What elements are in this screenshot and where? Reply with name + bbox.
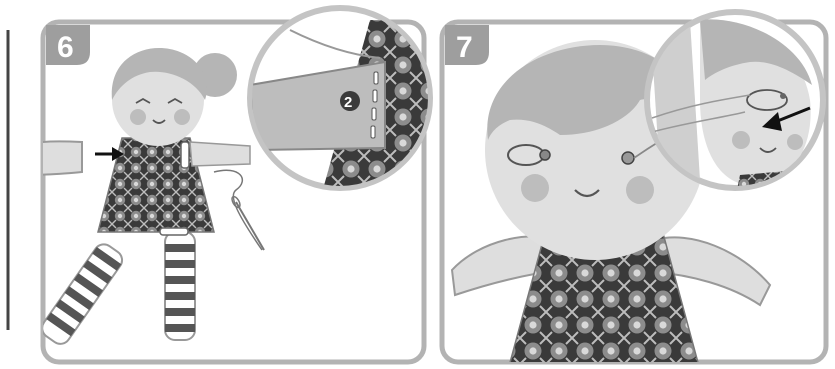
page-edge xyxy=(0,0,10,369)
step-badge-7: 7 xyxy=(445,25,489,65)
magnifier-circle-icon: 2 xyxy=(247,5,433,191)
left-cheek-large xyxy=(521,174,549,202)
right-cheek-large xyxy=(626,176,654,204)
doll-hair xyxy=(111,48,207,100)
doll-hair-large xyxy=(487,45,701,140)
doll-right-arm xyxy=(654,236,772,307)
left-eye xyxy=(135,97,151,104)
panel-step-7: 7 xyxy=(439,9,829,365)
left-eye-bead xyxy=(539,149,551,161)
arrow-left-icon xyxy=(762,106,811,131)
attached-arm xyxy=(189,141,251,167)
magnifier-circle-icon xyxy=(644,9,826,191)
right-cheek xyxy=(174,109,190,125)
needle-icon xyxy=(231,195,265,251)
loose-arm xyxy=(43,140,83,176)
left-cheek xyxy=(130,109,146,125)
step-number-6: 6 xyxy=(57,31,74,64)
leg-stitch xyxy=(159,227,189,236)
right-eye-bead xyxy=(621,151,635,165)
right-leg xyxy=(164,231,196,341)
thread xyxy=(213,169,263,251)
step-number-7: 7 xyxy=(456,31,473,64)
side-stitch xyxy=(180,141,190,169)
right-eye xyxy=(167,97,183,104)
doll-smile xyxy=(152,119,166,124)
callout-number-2: 2 xyxy=(344,94,352,111)
arrow-right-icon xyxy=(95,147,124,161)
step-badge-6: 6 xyxy=(46,25,90,65)
panel-step-6: 6 2 xyxy=(40,5,433,365)
left-leg xyxy=(43,243,124,345)
doll-smile-large xyxy=(574,189,600,198)
